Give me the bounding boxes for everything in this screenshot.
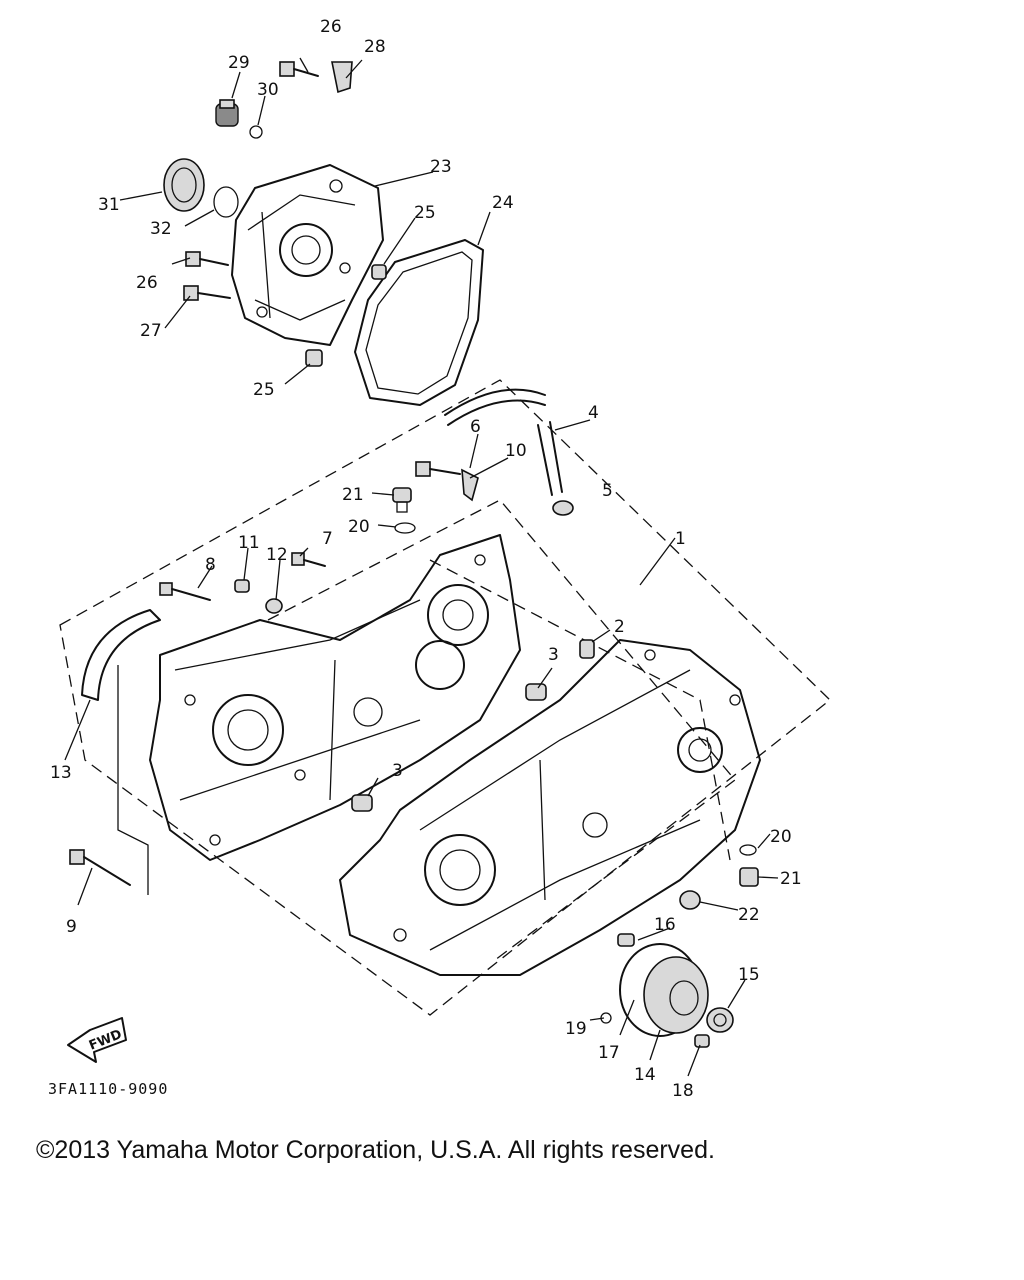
copyright-notice: ©2013 Yamaha Motor Corporation, U.S.A. A… bbox=[36, 1136, 715, 1164]
fwd-arrow: FWD bbox=[67, 1017, 127, 1063]
crankcase-cover bbox=[231, 164, 384, 346]
callout-label: 20 bbox=[770, 827, 792, 847]
callout-label: 25 bbox=[414, 203, 436, 223]
callout-labels: 1 2 3 3 4 5 6 7 8 9 10 11 12 13 14 15 16… bbox=[50, 17, 802, 1101]
callout-label: 6 bbox=[470, 417, 481, 437]
callout-label: 31 bbox=[98, 195, 120, 215]
assembly-small-parts bbox=[69, 461, 759, 910]
callout-label: 18 bbox=[672, 1081, 694, 1101]
callout-label: 22 bbox=[738, 905, 760, 925]
callout-label: 20 bbox=[348, 517, 370, 537]
cover-small-parts bbox=[163, 99, 263, 218]
callout-label: 26 bbox=[320, 17, 342, 37]
right-crankcase bbox=[339, 639, 761, 976]
callout-label: 15 bbox=[738, 965, 760, 985]
callout-label: 16 bbox=[654, 915, 676, 935]
callout-label: 3 bbox=[548, 645, 559, 665]
callout-label: 12 bbox=[266, 545, 288, 565]
callout-label: 2 bbox=[614, 617, 625, 637]
breather-hose bbox=[444, 388, 574, 516]
callout-label: 23 bbox=[430, 157, 452, 177]
callout-label: 13 bbox=[50, 763, 72, 783]
bearing-housing bbox=[600, 933, 734, 1048]
callout-label: 21 bbox=[342, 485, 364, 505]
assembly-boundary-lines bbox=[59, 379, 831, 1016]
callout-label: 29 bbox=[228, 53, 250, 73]
fwd-label: FWD bbox=[87, 1027, 124, 1054]
callout-label: 10 bbox=[505, 441, 527, 461]
exploded-parts-diagram: 1 2 3 3 4 5 6 7 8 9 10 11 12 13 14 15 16… bbox=[48, 17, 831, 1101]
callout-label: 19 bbox=[565, 1019, 587, 1039]
callout-label: 26 bbox=[136, 273, 158, 293]
callout-label: 11 bbox=[238, 533, 260, 553]
callout-label: 14 bbox=[634, 1065, 656, 1085]
cover-bolts bbox=[183, 61, 387, 367]
callout-label: 9 bbox=[66, 917, 77, 937]
callout-label: 30 bbox=[257, 80, 279, 100]
callout-label: 3 bbox=[392, 761, 403, 781]
callout-label: 28 bbox=[364, 37, 386, 57]
callout-label: 24 bbox=[492, 193, 514, 213]
callout-label: 32 bbox=[150, 219, 172, 239]
callout-label: 17 bbox=[598, 1043, 620, 1063]
catalog-code: 3FA1110-9090 bbox=[48, 1080, 168, 1098]
callout-label: 4 bbox=[588, 403, 599, 423]
left-crankcase bbox=[149, 534, 521, 861]
cover-gasket bbox=[354, 239, 484, 406]
callout-label: 25 bbox=[253, 380, 275, 400]
callout-label: 21 bbox=[780, 869, 802, 889]
callout-label: 7 bbox=[322, 529, 333, 549]
callout-label: 5 bbox=[602, 481, 613, 501]
callout-label: 8 bbox=[205, 555, 216, 575]
callout-label: 1 bbox=[675, 529, 686, 549]
callout-label: 27 bbox=[140, 321, 162, 341]
leader-lines bbox=[64, 57, 779, 1077]
